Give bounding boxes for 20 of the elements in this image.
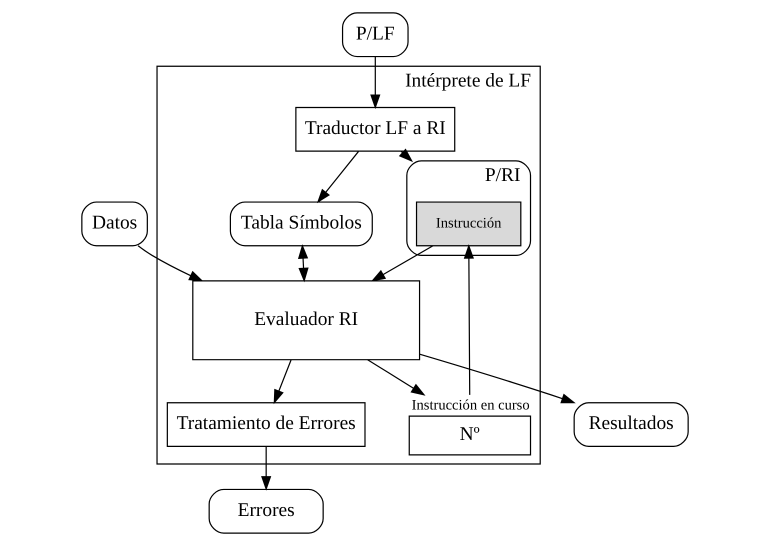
node-box: Nº bbox=[408, 415, 532, 456]
node-box: P/LF bbox=[342, 12, 409, 58]
arrow bbox=[370, 56, 380, 110]
arrow bbox=[261, 446, 272, 491]
arrow bbox=[274, 360, 292, 404]
arrow bbox=[316, 151, 359, 204]
node-box: Instrucción bbox=[416, 201, 522, 246]
node-box: Errores bbox=[208, 488, 324, 534]
node-box: Datos bbox=[81, 201, 148, 246]
node-box: Tabla Símbolos bbox=[230, 201, 373, 246]
arrow bbox=[420, 354, 576, 404]
node-box: Evaluador RI bbox=[192, 280, 420, 360]
node-box: Tratamiento de Errores bbox=[166, 402, 366, 447]
arrow bbox=[138, 245, 204, 282]
node-box: Resultados bbox=[574, 402, 689, 447]
arrow bbox=[370, 245, 434, 282]
arrow bbox=[298, 244, 309, 282]
arrow bbox=[367, 359, 426, 396]
node-label: Instrucción en curso bbox=[412, 398, 530, 414]
arrow bbox=[464, 244, 474, 395]
